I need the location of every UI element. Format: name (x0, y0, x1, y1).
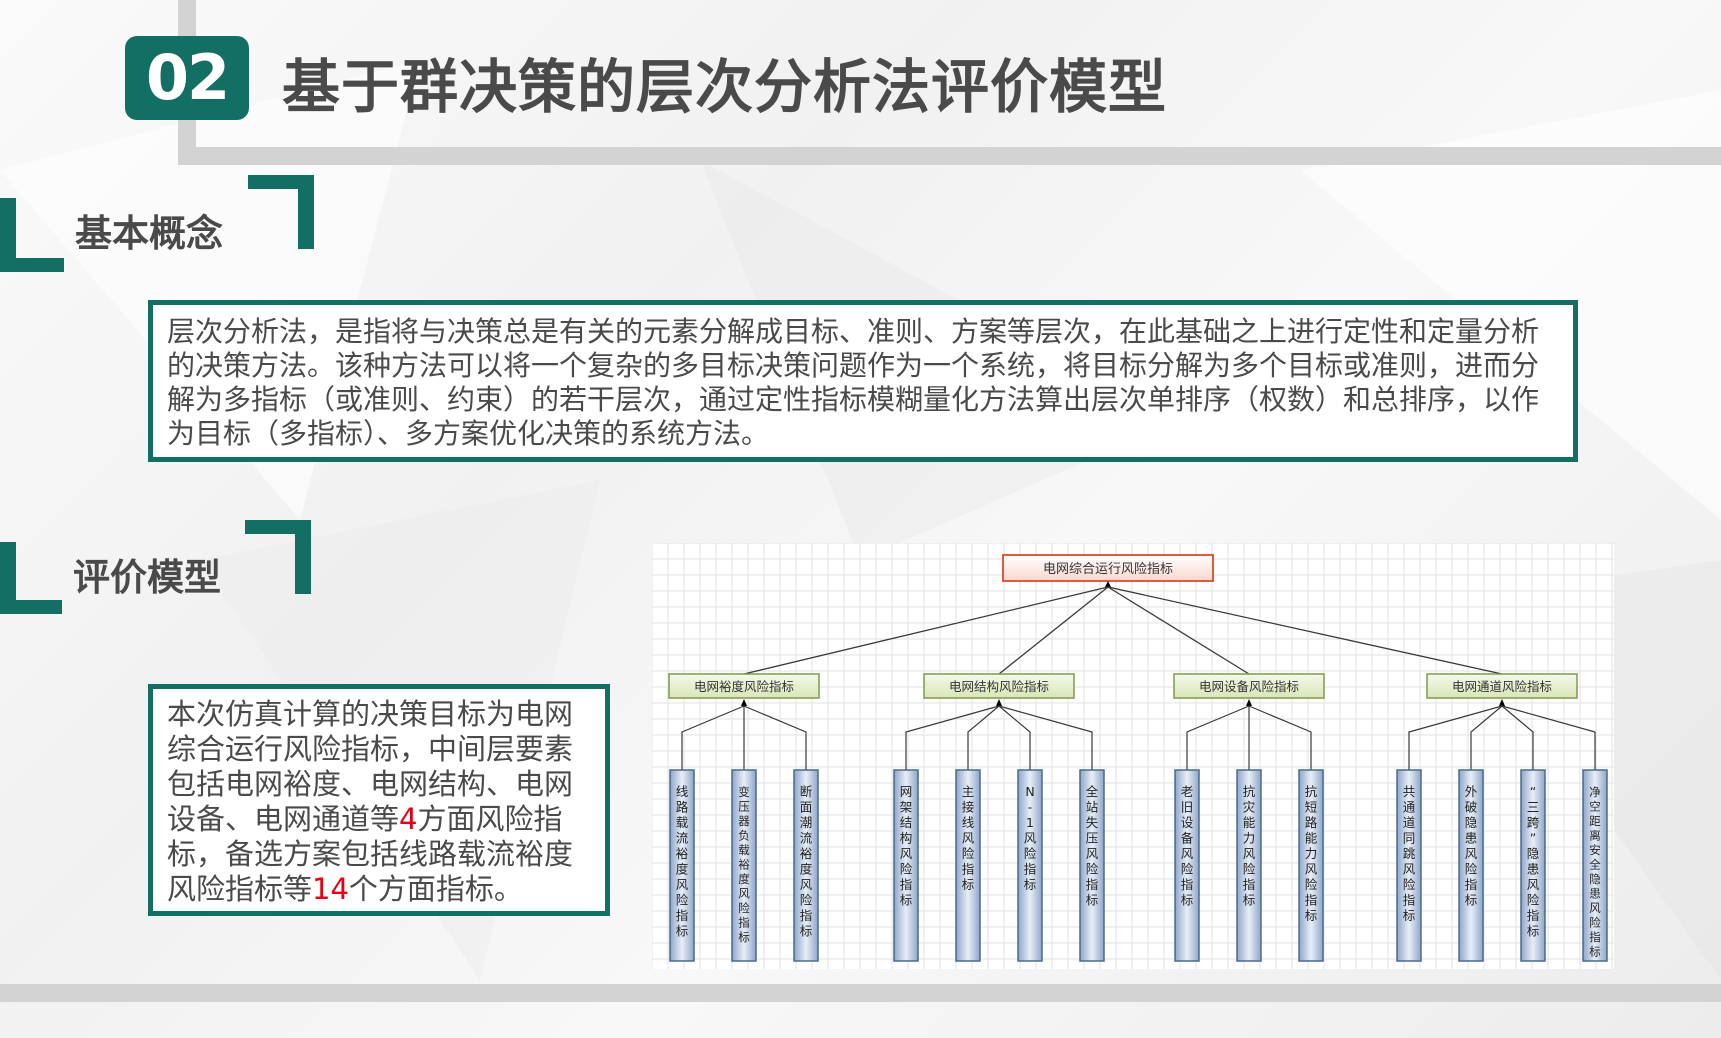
alternative-node-label: 净空距离安全隐患风险指标 (1589, 785, 1601, 959)
alternative-node-label: 变压器负载裕度风险指标 (738, 785, 750, 944)
tree-edge (681, 705, 745, 770)
arrow-head (1105, 581, 1111, 587)
criteria-node (1173, 673, 1325, 699)
arrow-head (1246, 699, 1252, 706)
concept-text-box: 层次分析法，是指将与决策总是有关的元素分解成目标、准则、方案等层次，在此基础之上… (148, 300, 1578, 462)
alternative-node-label: 外破隐患风险指标 (1465, 784, 1478, 908)
header-frame-horizontal (178, 147, 1721, 165)
arrow-head (996, 699, 1002, 706)
alternative-node-label: “三跨”隐患风险指标 (1527, 784, 1540, 939)
alternative-node (955, 769, 981, 962)
tree-edge (1248, 705, 1312, 770)
alternative-node-label: 线路载流裕度风险指标 (676, 784, 689, 939)
alternative-node (1396, 769, 1422, 962)
tree-edge (1501, 705, 1596, 770)
alternative-node (1458, 769, 1484, 962)
description-text: 方面风险指标，备选方案包括线路载流裕度风险指标等 (167, 802, 574, 906)
tree-edge (743, 705, 807, 770)
section-heading-label: 基本概念 (75, 212, 223, 255)
alternative-node-label: 共通道同跳风险指标 (1403, 784, 1416, 923)
alternative-node (1079, 769, 1105, 962)
hierarchy-diagram: 电网综合运行风险指标电网裕度风险指标线路载流裕度风险指标 变压器负载裕度风险指标 断… (651, 542, 1614, 969)
section-number-badge: 02 (125, 36, 249, 120)
alternative-node (1017, 769, 1043, 962)
section-heading-label: 评价模型 (73, 556, 221, 599)
criteria-node (668, 673, 820, 699)
criteria-node (1426, 673, 1578, 699)
alternative-node-label: 老旧设备风险指标 (1181, 784, 1194, 908)
alternative-node (1582, 769, 1608, 962)
right-bracket-decoration (248, 175, 314, 249)
tree-edge (998, 705, 1031, 770)
alternative-node-label: 主接线风险指标 (962, 784, 975, 892)
alternative-node (731, 769, 757, 962)
highlight-count: 4 (399, 802, 418, 836)
arrow-head (1499, 699, 1505, 706)
description-text: 个方面指标。 (348, 872, 523, 906)
alternative-node (1520, 769, 1546, 962)
arrow-head (741, 699, 747, 706)
model-description-box: 本次仿真计算的决策目标为电网综合运行风险指标，中间层要素包括电网裕度、电网结构、… (148, 684, 610, 916)
description-text: 本次仿真计算的决策目标为电网综合运行风险指标，中间层要素包括电网裕度、电网结构、… (167, 697, 574, 836)
alternative-node (1298, 769, 1324, 962)
alternative-node (793, 769, 819, 962)
criteria-node-label: 电网裕度风险指标 (694, 679, 794, 694)
alternative-node (1174, 769, 1200, 962)
footer-band (0, 984, 1721, 1002)
tree-edge (743, 586, 1109, 675)
left-bracket-decoration (0, 198, 64, 272)
left-bracket-decoration (0, 542, 62, 614)
criteria-node-label: 电网设备风险指标 (1199, 679, 1299, 694)
alternative-node (893, 769, 919, 962)
tree-edge (998, 586, 1109, 675)
tree-edge (905, 705, 1000, 770)
alternative-node-label: 断面潮流裕度风险指标 (800, 784, 813, 939)
criteria-node-label: 电网结构风险指标 (949, 679, 1049, 694)
alternative-node-label: 抗短路能力风险指标 (1305, 784, 1318, 923)
tree-edge (1107, 586, 1503, 675)
alternative-node-label: 全站失压风险指标 (1086, 784, 1099, 908)
tree-edge (1107, 586, 1250, 675)
root-node-label: 电网综合运行风险指标 (1043, 562, 1173, 577)
alternative-node (669, 769, 695, 962)
page-title: 基于群决策的层次分析法评价模型 (282, 53, 1168, 121)
alternative-node (1236, 769, 1262, 962)
tree-edge (998, 705, 1093, 770)
highlight-count: 14 (312, 872, 349, 906)
tree-edge (1501, 705, 1534, 770)
tree-edge (967, 705, 1000, 770)
tree-edge (1408, 705, 1503, 770)
alternative-node-label: 网架结构风险指标 (900, 784, 913, 908)
criteria-node-label: 电网通道风险指标 (1452, 679, 1552, 694)
right-bracket-decoration (245, 520, 311, 594)
criteria-node (923, 673, 1075, 699)
tree-edge (1186, 705, 1250, 770)
alternative-node-label: 抗灾能力风险指标 (1243, 784, 1256, 908)
tree-edge (1470, 705, 1503, 770)
